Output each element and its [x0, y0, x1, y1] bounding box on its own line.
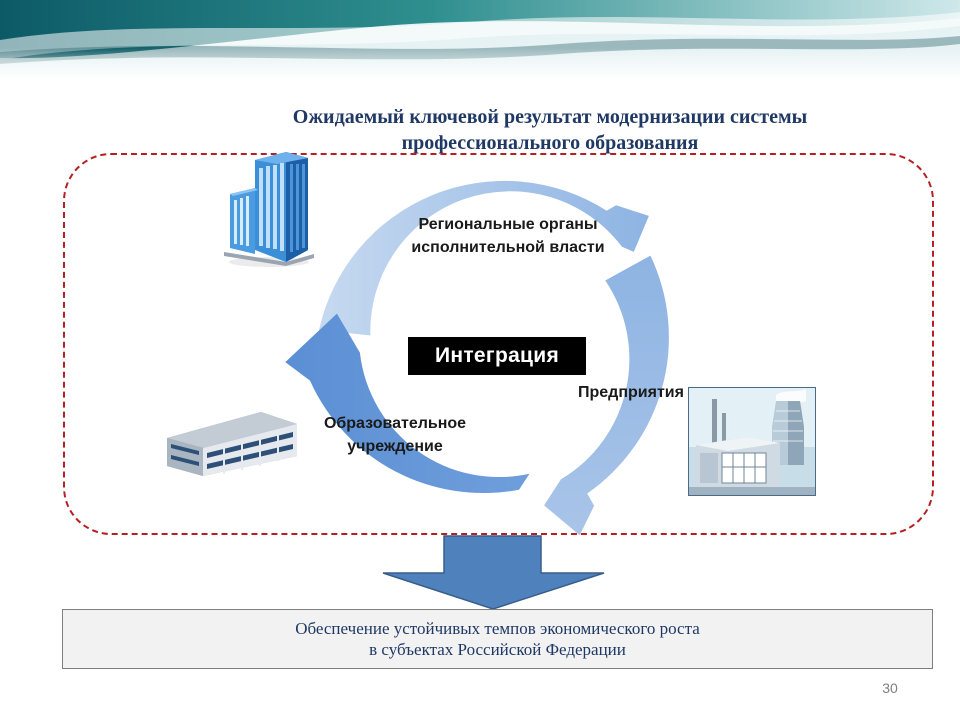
down-arrow [382, 535, 605, 610]
integration-hub-label: Интеграция [408, 337, 586, 375]
factory-icon [688, 387, 816, 496]
expected-result-box: Обеспечение устойчивых темпов экономичес… [62, 609, 933, 669]
arrow-right-segment [544, 255, 669, 536]
node-label-educational-institution: Образовательное учреждение [300, 412, 490, 458]
node-label-line: Региональные органы [418, 216, 598, 233]
slide-title-line: Ожидаемый ключевой результат модернизаци… [292, 106, 808, 128]
result-text-line: Обеспечение устойчивых темпов экономичес… [295, 619, 700, 638]
arrow-top-segment [319, 180, 649, 336]
slide-title-line: профессионального образования [401, 132, 699, 154]
school-building-icon [167, 412, 297, 476]
node-label-regional-authorities: Региональные органы исполнительной власт… [388, 213, 628, 259]
page-number: 30 [882, 680, 898, 696]
office-tower-icon [224, 152, 314, 267]
result-text-line: в субъектах Российской Федерации [369, 640, 626, 659]
slide-title: Ожидаемый ключевой результат модернизаци… [150, 104, 950, 156]
node-label-line: учреждение [347, 438, 443, 455]
node-label-line: Предприятия [578, 384, 684, 401]
header-wave-banner [0, 0, 960, 80]
arrow-left-segment [285, 313, 530, 494]
diagram-frame [63, 153, 934, 535]
node-label-enterprises: Предприятия [578, 381, 688, 404]
node-label-line: Образовательное [323, 415, 467, 432]
node-label-line: исполнительной власти [411, 239, 605, 256]
